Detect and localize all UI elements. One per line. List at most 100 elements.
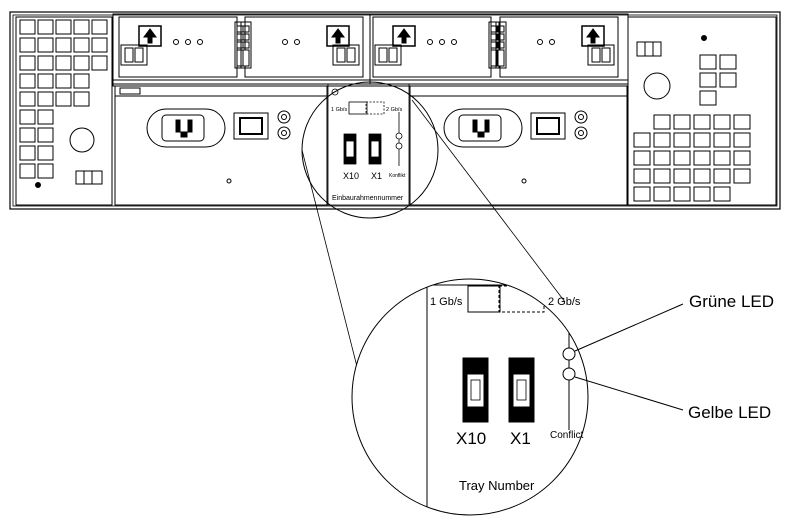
tray-id-panel-small [301, 81, 439, 219]
controller-module [495, 16, 619, 78]
controller-module [372, 16, 500, 78]
power-switch-left [233, 112, 269, 140]
controller-module [118, 16, 246, 78]
vent-cell [19, 127, 36, 143]
small-label-1gbs: 1 Gb/s [331, 107, 347, 113]
left-fan-panel [15, 16, 113, 206]
vent-cell [699, 72, 717, 88]
vent-cell [19, 19, 36, 35]
vent-cell [19, 163, 36, 179]
vent-cell [713, 186, 731, 202]
vent-cell [55, 91, 72, 107]
vent-cell [733, 168, 751, 184]
controller-module [240, 16, 364, 78]
vent-cell [37, 91, 54, 107]
vent-cell [673, 168, 691, 184]
right-led [701, 35, 707, 41]
vent-cell [699, 54, 717, 70]
magnified-tray-id-panel: 1 Gb/s 2 Gb/s X10 X1 Conflict Tray Numbe… [351, 278, 589, 516]
vent-cell [55, 73, 72, 89]
vent-cell [73, 19, 90, 35]
vent-cell [633, 132, 651, 148]
vent-cell [37, 109, 54, 125]
vent-cell [693, 168, 711, 184]
detail-label-tray-number: Tray Number [459, 478, 535, 493]
detail-label-1gbs: 1 Gb/s [430, 296, 463, 308]
vent-cell [653, 186, 671, 202]
vent-cell [37, 73, 54, 89]
detail-label-x1: X1 [510, 429, 531, 448]
vent-cell [91, 19, 108, 35]
power-supply-left [114, 85, 328, 206]
vent-cell [633, 186, 651, 202]
vent-cell [713, 150, 731, 166]
detail-label-x10: X10 [456, 429, 486, 448]
vent-cell [673, 114, 691, 130]
vent-cell [91, 55, 108, 71]
right-fan-panel [627, 16, 777, 206]
vent-cell [673, 132, 691, 148]
small-label-tray-number: Einbaurahmennummer [332, 195, 404, 202]
right-knob [643, 72, 671, 100]
power-inlet-right [443, 108, 523, 148]
vent-cell [693, 132, 711, 148]
vent-cell [733, 132, 751, 148]
detail-label-2gbs: 2 Gb/s [548, 296, 581, 308]
vent-cell [55, 55, 72, 71]
small-label-x10: X10 [343, 171, 359, 181]
vent-cell [693, 150, 711, 166]
vent-cell [73, 37, 90, 53]
vent-cell [55, 19, 72, 35]
left-connector [75, 170, 103, 185]
small-label-2gbs: 2 Gb/s [386, 107, 402, 113]
vent-cell [37, 37, 54, 53]
vent-cell [653, 150, 671, 166]
vent-cell [19, 91, 36, 107]
vent-cell [19, 55, 36, 71]
vent-cell [91, 37, 108, 53]
callout-yellow-led: Gelbe LED [688, 403, 771, 422]
x1-rotary-switch [508, 357, 535, 423]
vent-cell [719, 54, 737, 70]
small-label-x1: X1 [371, 171, 382, 181]
vent-cell [699, 90, 717, 106]
vent-cell [719, 72, 737, 88]
vent-cell [673, 186, 691, 202]
power-inlet-left [146, 108, 226, 148]
vent-cell [733, 114, 751, 130]
vent-cell [713, 114, 731, 130]
vent-cell [653, 168, 671, 184]
right-vent-grid [633, 54, 751, 202]
vent-cell [37, 163, 54, 179]
yellow-led-detail [562, 367, 576, 381]
left-knob [69, 127, 95, 153]
vent-cell [693, 114, 711, 130]
vent-cell [733, 150, 751, 166]
vent-cell [693, 186, 711, 202]
vent-cell [37, 55, 54, 71]
vent-cell [673, 150, 691, 166]
vent-cell [19, 145, 36, 161]
green-led-detail [562, 347, 576, 361]
vent-cell [73, 73, 90, 89]
vent-cell [37, 19, 54, 35]
power-supply-right [409, 85, 628, 206]
enclosure-rear [9, 11, 781, 210]
vent-cell [19, 109, 36, 125]
left-vent-grid [19, 19, 108, 179]
vent-cell [73, 55, 90, 71]
vent-cell [633, 168, 651, 184]
vent-cell [653, 114, 671, 130]
detail-label-conflict: Conflict [550, 430, 584, 441]
power-switch-right [530, 112, 566, 140]
controller-bay [112, 13, 629, 87]
vent-cell [633, 150, 651, 166]
vent-cell [19, 37, 36, 53]
vent-cell [73, 91, 90, 107]
callout-lines [574, 303, 684, 411]
vent-cell [37, 145, 54, 161]
right-connector [636, 41, 662, 57]
vent-cell [713, 168, 731, 184]
vent-cell [37, 127, 54, 143]
